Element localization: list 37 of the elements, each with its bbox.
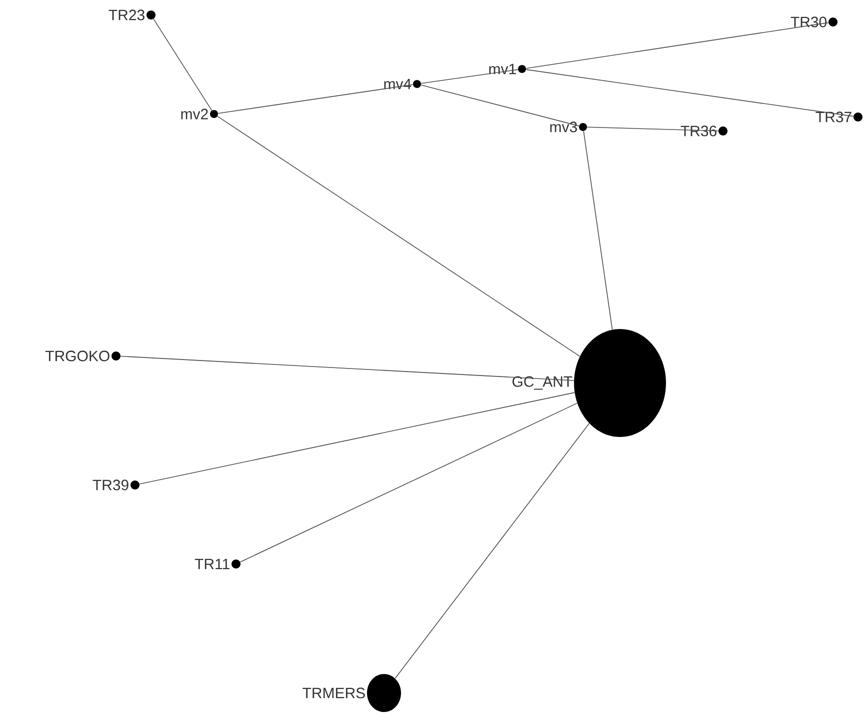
connector-line [120, 356, 574, 381]
connector-line [139, 392, 575, 484]
node-label: mv2 [181, 108, 208, 120]
network-node: TR37 [814, 110, 862, 124]
network-node: mv3 [548, 120, 587, 134]
node-label: TRGOKO [45, 350, 110, 362]
network-node: TR11 [194, 558, 240, 570]
node-label: TR11 [194, 558, 230, 570]
network-node: mv2 [179, 108, 218, 120]
connector-line [526, 22, 829, 69]
network-node: TR23 [107, 8, 156, 22]
network-node: mv4 [382, 78, 421, 90]
network-node: TR39 [91, 478, 140, 492]
connector-line [217, 116, 580, 357]
node-label: TR30 [790, 16, 827, 28]
network-node: TRMERS [301, 674, 401, 712]
network-node: GC_ANT [510, 329, 666, 437]
connector-line [583, 130, 613, 330]
node-label: TR39 [92, 480, 128, 490]
connector-line [586, 126, 719, 132]
connector-line [420, 69, 518, 84]
node-label: mv4 [384, 78, 412, 90]
connector-line [218, 84, 414, 114]
connector-line [394, 423, 590, 679]
node-label: TR37 [816, 112, 852, 122]
node-label: mv3 [550, 122, 577, 132]
node-label: mv1 [489, 64, 516, 74]
node-label: TRMERS [302, 688, 365, 698]
network-node: TR30 [789, 16, 838, 28]
connector-line [153, 18, 212, 111]
node-label: GC_ANT [512, 376, 572, 390]
connector-line [526, 69, 854, 117]
network-node: mv1 [487, 62, 526, 76]
connector-line [240, 402, 578, 562]
network-node: TRGOKO [44, 350, 120, 362]
node-label: TR23 [108, 10, 144, 20]
connector-line [420, 84, 580, 126]
